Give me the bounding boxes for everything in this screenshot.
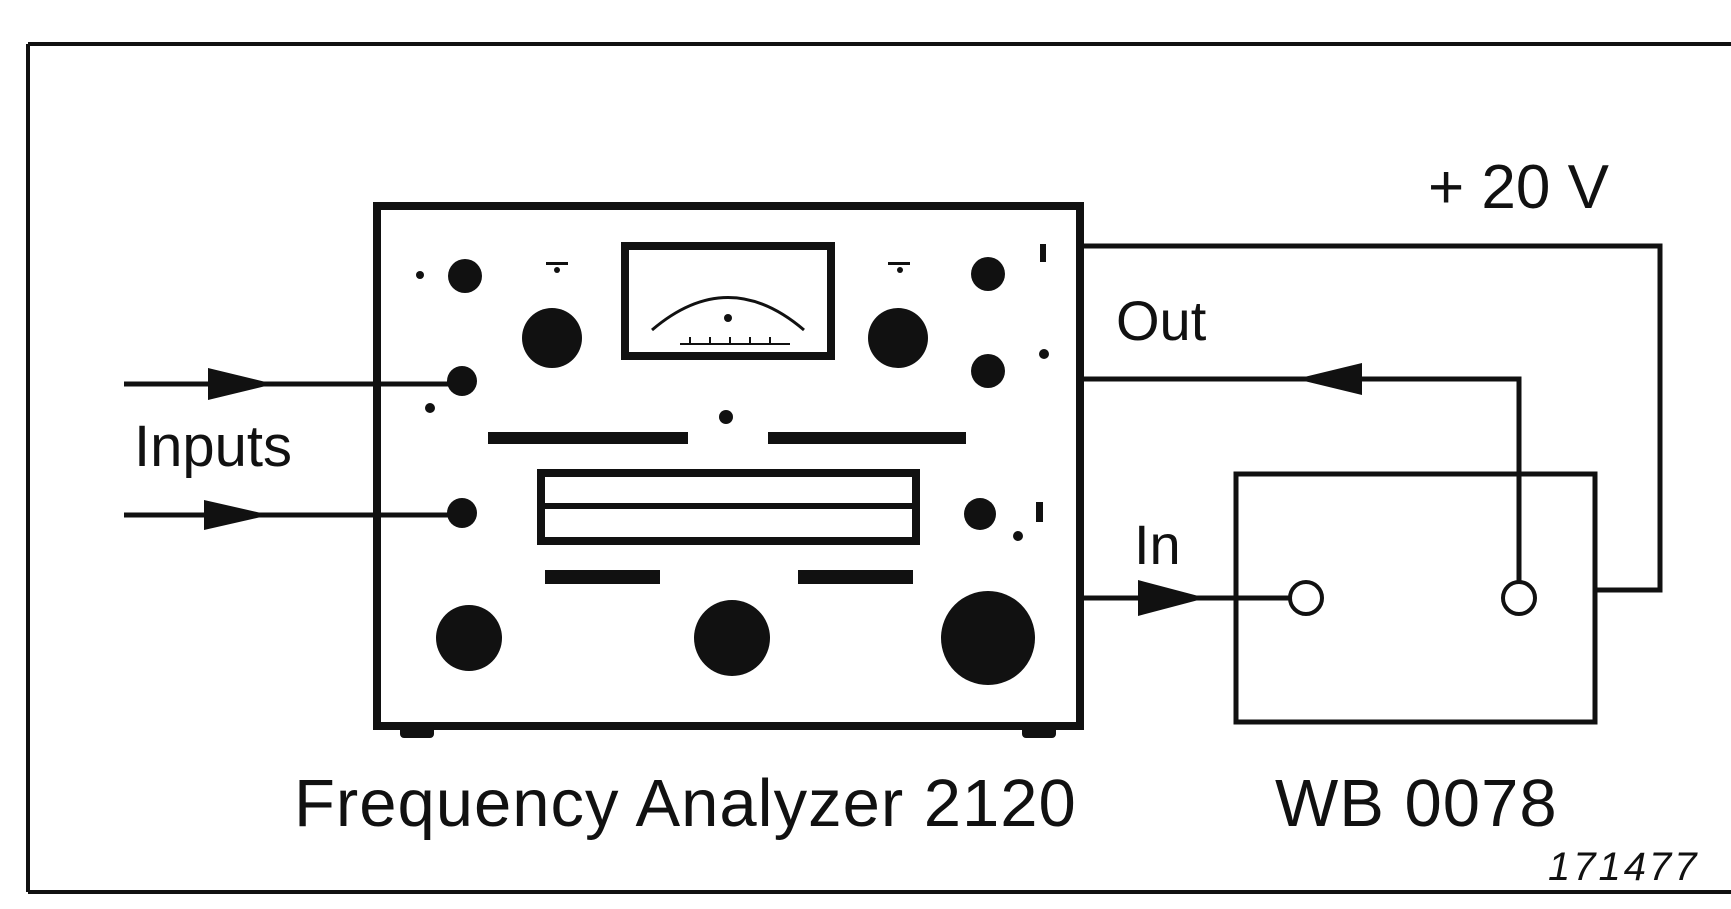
out-label: Out xyxy=(1116,289,1207,352)
input-arrow-upper xyxy=(208,368,274,400)
filter-display-window xyxy=(537,469,920,545)
module-in-terminal xyxy=(1288,580,1324,616)
inputs-label: Inputs xyxy=(134,414,292,479)
in-label: In xyxy=(1134,513,1181,576)
knob-right-lower xyxy=(964,498,996,530)
knob-bottom-left xyxy=(436,605,502,671)
input-jack-lower xyxy=(447,498,477,528)
knob-top-left-large xyxy=(522,308,582,368)
input-jack-upper xyxy=(447,366,477,396)
analyzer-foot-right xyxy=(1022,722,1056,738)
knob-right-mid xyxy=(971,354,1005,388)
panel-bars xyxy=(488,432,966,584)
input-signal-lines xyxy=(124,381,450,518)
analyzer-foot-left xyxy=(400,722,434,738)
knob-top-right xyxy=(971,257,1005,291)
knob-bottom-center xyxy=(694,600,770,676)
figure-frame xyxy=(26,42,1731,894)
meter-display xyxy=(621,242,835,360)
module-name-label: WB 0078 xyxy=(1275,766,1558,841)
frequency-analyzer-instrument xyxy=(373,202,1084,738)
analyzer-knobs xyxy=(436,257,1035,685)
supply-voltage-label: + 20 V xyxy=(1428,153,1609,222)
output-wire xyxy=(1080,376,1522,582)
module-out-terminal xyxy=(1501,580,1537,616)
supply-wire xyxy=(1080,243,1663,593)
knob-top-right-large xyxy=(868,308,928,368)
in-arrow xyxy=(1138,580,1206,616)
knob-top-left xyxy=(448,259,482,293)
figure-number: 171477 xyxy=(1548,845,1700,889)
knob-bottom-right xyxy=(941,591,1035,685)
input-arrow-lower xyxy=(204,500,270,530)
output-arrow xyxy=(1296,363,1362,395)
analyzer-name-label: Frequency Analyzer 2120 xyxy=(294,766,1077,841)
indicator-ticks xyxy=(546,244,1046,522)
indicator-dots xyxy=(416,267,1049,541)
